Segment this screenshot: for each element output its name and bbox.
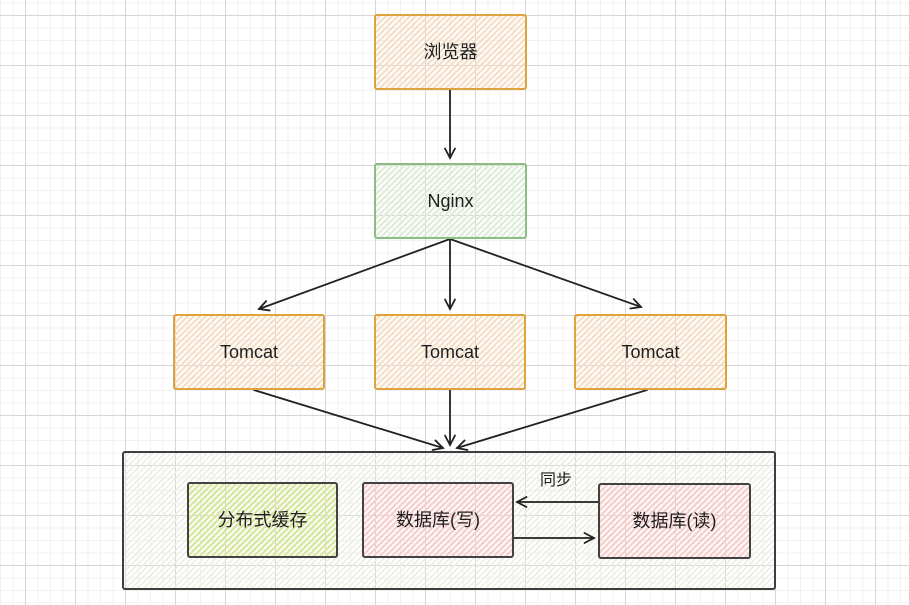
node-db-write[interactable]: 数据库(写): [362, 482, 514, 558]
browser-label: 浏览器: [424, 42, 478, 62]
edge-nginx-to-tomcat-right[interactable]: [449, 238, 643, 310]
node-nginx[interactable]: Nginx: [374, 163, 527, 239]
db-read-box[interactable]: [598, 483, 751, 559]
node-browser[interactable]: 浏览器: [374, 14, 527, 90]
edge-tomcat-right-to-data-tier[interactable]: [455, 389, 648, 451]
node-db-read[interactable]: 数据库(读): [598, 483, 751, 559]
db-write-box[interactable]: [362, 482, 514, 558]
distributed-cache-box[interactable]: [187, 482, 338, 558]
nginx-label: Nginx: [427, 191, 473, 211]
tomcat-left-box[interactable]: [173, 314, 325, 390]
edge-nginx-to-tomcat-left[interactable]: [257, 238, 451, 312]
tomcat-right-label: Tomcat: [621, 342, 679, 362]
edge-tomcat-left-to-data-tier[interactable]: [253, 389, 445, 451]
tomcat-middle-box[interactable]: [374, 314, 526, 390]
db-read-label: 数据库(读): [633, 511, 717, 531]
db-write-label: 数据库(写): [396, 510, 480, 530]
tomcat-middle-label: Tomcat: [421, 342, 479, 362]
nginx-box[interactable]: [374, 163, 527, 239]
node-tomcat-left[interactable]: Tomcat: [173, 314, 325, 390]
tomcat-right-box[interactable]: [574, 314, 727, 390]
tomcat-left-label: Tomcat: [220, 342, 278, 362]
edge-label-sync: 同步: [540, 471, 572, 489]
node-tomcat-right[interactable]: Tomcat: [574, 314, 727, 390]
browser-box[interactable]: [374, 14, 527, 90]
node-tomcat-middle[interactable]: Tomcat: [374, 314, 526, 390]
distributed-cache-label: 分布式缓存: [218, 510, 308, 530]
node-distributed-cache[interactable]: 分布式缓存: [187, 482, 338, 558]
